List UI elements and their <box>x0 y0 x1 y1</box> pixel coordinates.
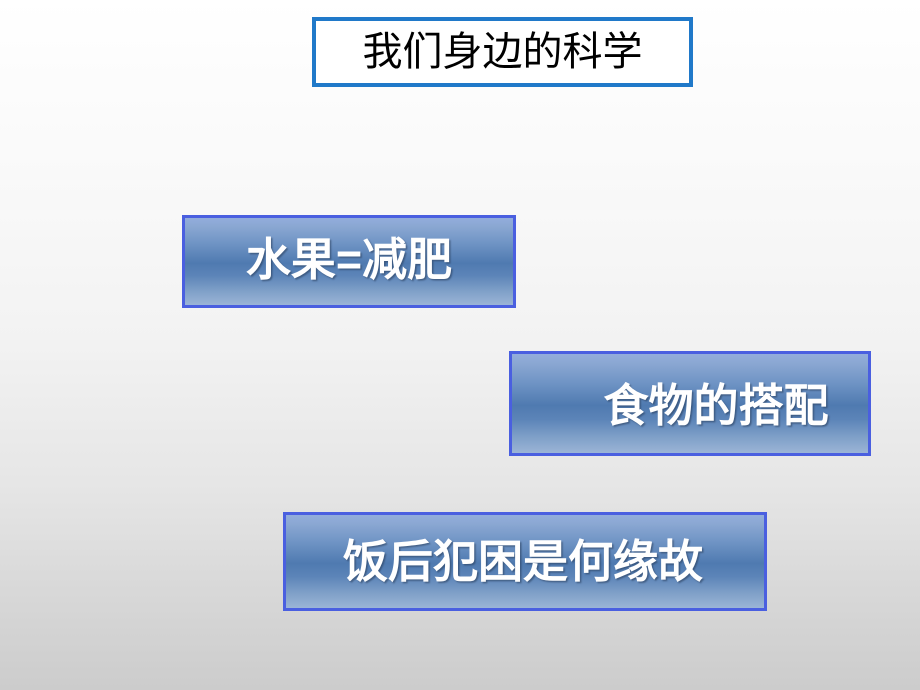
topic-label-fruit: 水果=减肥 <box>245 234 453 285</box>
slide-title-text: 我们身边的科学 <box>362 30 643 74</box>
topic-label-food: 食物的搭配 <box>603 380 829 431</box>
topic-box-food[interactable]: 食物的搭配 <box>509 351 871 456</box>
slide-title-box: 我们身边的科学 <box>312 17 693 87</box>
topic-box-fruit[interactable]: 水果=减肥 <box>182 215 516 308</box>
topic-label-sleepy: 饭后犯困是何缘故 <box>342 536 703 587</box>
topic-box-sleepy[interactable]: 饭后犯困是何缘故 <box>283 512 767 611</box>
